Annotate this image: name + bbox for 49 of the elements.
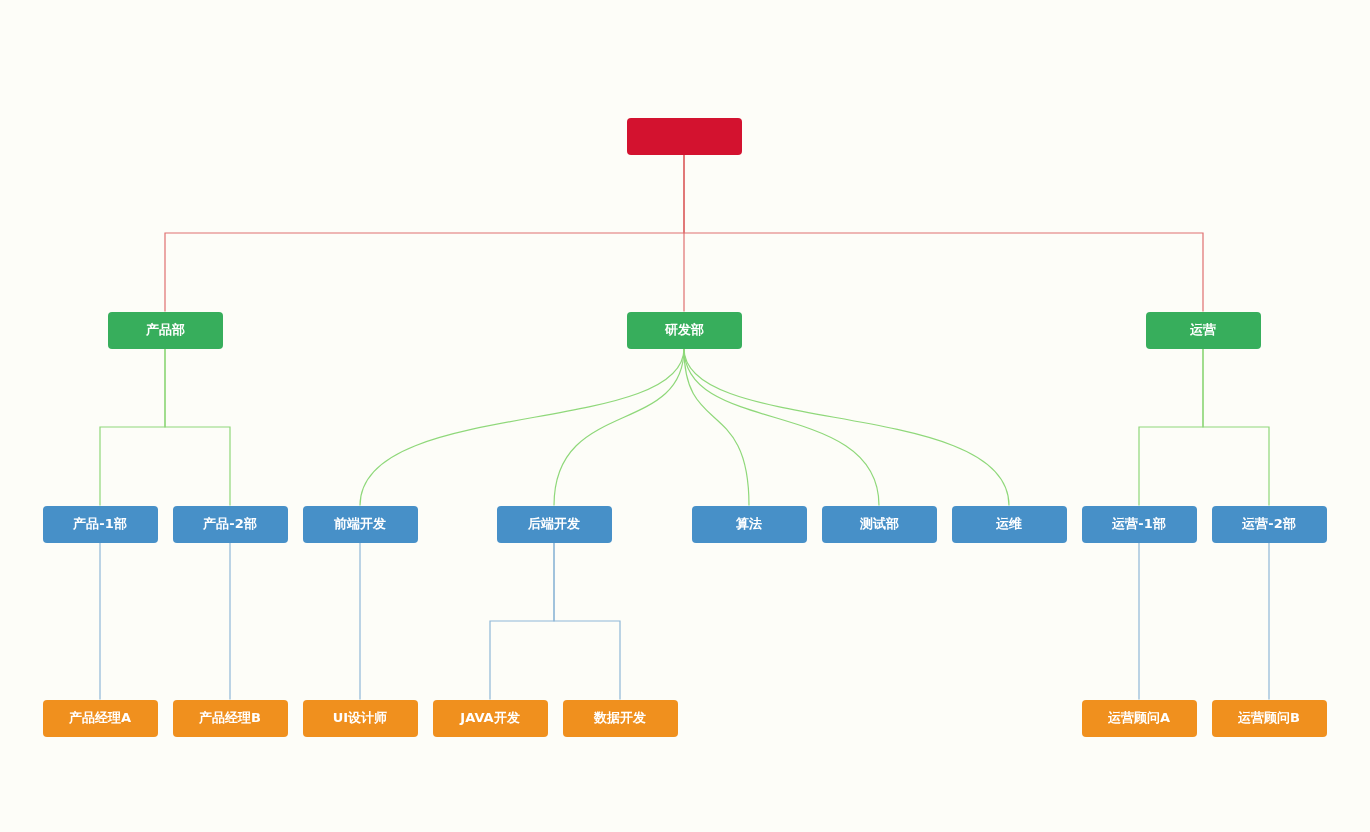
node-label: 运维	[996, 515, 1022, 533]
node-label: 产品-2部	[203, 515, 257, 533]
org-box	[1211, 505, 1327, 543]
node-label: 研发部	[664, 321, 704, 339]
node-label: 后端开发	[528, 515, 580, 533]
org-box	[691, 505, 807, 543]
org-box	[302, 505, 418, 543]
org-box	[1081, 699, 1197, 737]
node-label: JAVA开发	[460, 709, 520, 727]
elbow-connector	[1138, 541, 1140, 701]
node-label: 测试部	[859, 515, 899, 533]
node-label: 产品经理A	[68, 709, 132, 727]
elbow-connector	[359, 541, 361, 701]
org-box	[1145, 311, 1261, 349]
elbow-connector	[683, 153, 1204, 313]
org-box	[172, 699, 288, 737]
node-label: 运营顾问A	[1107, 709, 1171, 727]
org-box	[951, 505, 1067, 543]
node-label: 产品经理B	[199, 709, 261, 727]
node-label: 算法	[736, 515, 762, 533]
node-label: 前端开发	[334, 515, 386, 533]
node-label: 运营	[1190, 321, 1216, 339]
org-box	[42, 505, 158, 543]
node-label: 运营-1部	[1112, 515, 1166, 533]
org-box	[562, 699, 678, 737]
org-box	[42, 699, 158, 737]
org-box	[1081, 505, 1197, 543]
node-label: 产品-1部	[73, 515, 127, 533]
org-box	[302, 699, 418, 737]
org-box	[107, 311, 223, 349]
elbow-connector	[1268, 541, 1270, 701]
node-label: 产品部	[145, 321, 185, 339]
org-box	[821, 505, 937, 543]
elbow-connector	[1202, 347, 1270, 507]
empty-box	[626, 117, 742, 155]
org-box	[1211, 699, 1327, 737]
node-label: 数据开发	[594, 709, 646, 727]
org-box	[432, 699, 548, 737]
node-label: UI设计师	[332, 709, 388, 727]
org-box	[626, 311, 742, 349]
org-box	[496, 505, 612, 543]
node-label: 运营-2部	[1242, 515, 1296, 533]
elbow-connector	[99, 541, 101, 701]
elbow-connector	[553, 541, 621, 701]
elbow-connector	[229, 541, 231, 701]
curved-connector	[683, 347, 880, 507]
elbow-connector	[164, 347, 231, 507]
node-label: 运营顾问B	[1238, 709, 1300, 727]
org-box	[172, 505, 288, 543]
